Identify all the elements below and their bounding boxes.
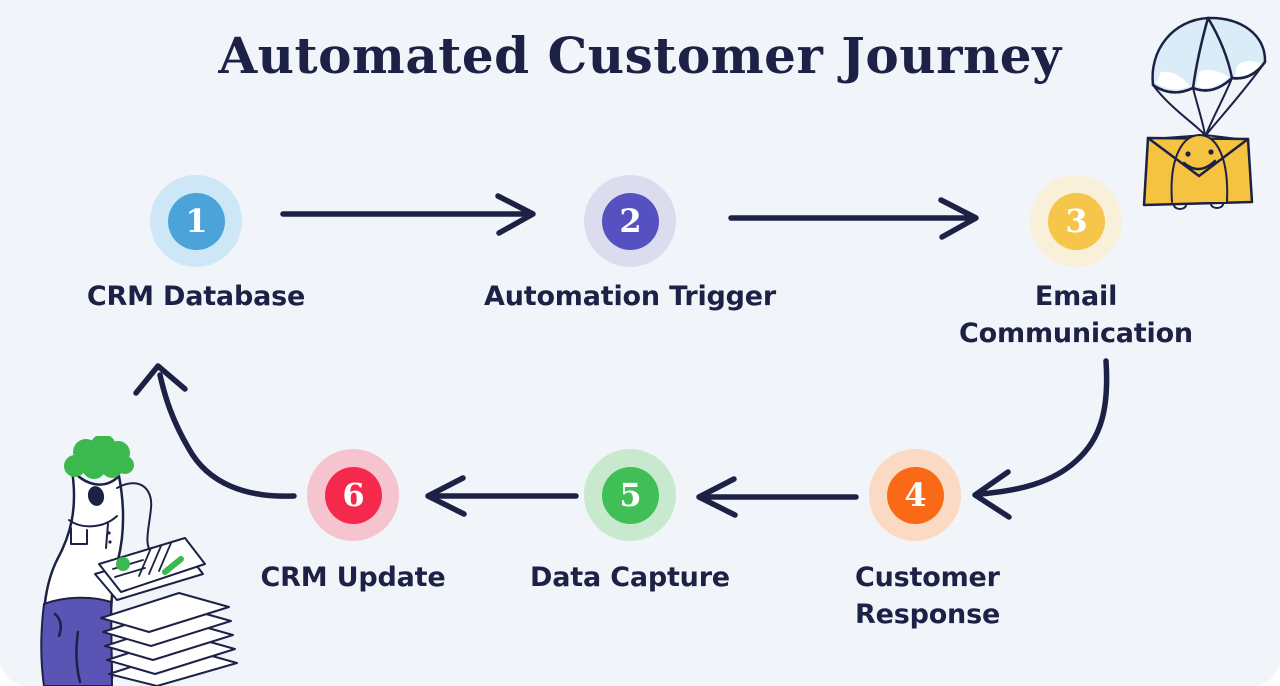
envelope-character [1142, 134, 1254, 210]
parachute-canopy [1151, 16, 1267, 94]
envelope-flap [1146, 136, 1250, 178]
arrow-4-to-5 [696, 476, 859, 518]
step-label: CRM Update [260, 562, 446, 593]
step-label: Email Communication [959, 281, 1193, 349]
arrow-1-to-2 [280, 193, 536, 236]
step-label: Automation Trigger [484, 281, 776, 312]
arm [116, 482, 154, 557]
step-label: CRM Database [86, 281, 306, 312]
arrow-3-to-4 [972, 358, 1110, 520]
page-title: Automated Customer Journey [218, 26, 1062, 85]
pants [40, 596, 113, 686]
arrow-2-to-3 [728, 197, 979, 240]
step-circle: 4 [887, 467, 944, 524]
paper-stack [100, 592, 238, 686]
step-circle: 2 [602, 193, 659, 250]
arrow-6-to-1 [133, 363, 297, 499]
shirt-pocket [70, 527, 88, 545]
green-check-mark [162, 556, 184, 575]
step-number: 5 [619, 475, 642, 514]
step-label: Customer Response [855, 562, 1001, 630]
collar [68, 515, 118, 528]
green-dot [116, 557, 130, 571]
character-documents-illustration [40, 436, 238, 686]
step-label: Data Capture [530, 562, 730, 593]
smiley-face [1182, 149, 1217, 171]
step-circle: 1 [168, 193, 225, 250]
step-number: 3 [1065, 201, 1088, 240]
step-number: 1 [185, 201, 208, 240]
green-hair [64, 436, 134, 479]
step-circle: 6 [325, 467, 382, 524]
arrow-5-to-6 [425, 475, 579, 517]
parachute-envelope-illustration [1142, 16, 1267, 210]
step-circle: 3 [1048, 193, 1105, 250]
step-number: 4 [904, 475, 927, 514]
step-number: 6 [342, 475, 365, 514]
step-number: 2 [619, 201, 642, 240]
held-document [94, 537, 206, 601]
step-circle: 5 [602, 467, 659, 524]
mouth [87, 486, 105, 506]
